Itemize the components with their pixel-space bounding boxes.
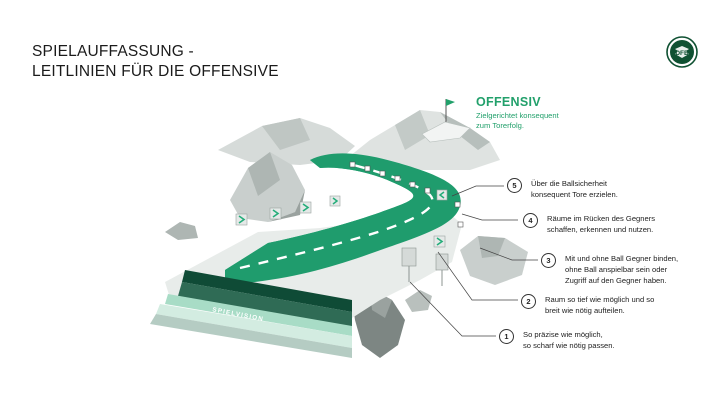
step-number: 1 <box>499 329 514 344</box>
step-4: 4 Räume im Rücken des Gegners schaffen, … <box>523 213 655 235</box>
step-line: Raum so tief wie möglich und so <box>545 294 654 305</box>
rocks-left <box>165 152 305 240</box>
step-line: konsequent Tore erzielen. <box>531 189 618 200</box>
step-line: Über die Ballsicherheit <box>531 178 618 189</box>
offensiv-line-2: zum Torerfolg. <box>476 121 559 131</box>
step-line: so scharf wie nötig passen. <box>523 340 615 351</box>
step-line: breit wie nötig aufteilen. <box>545 305 654 316</box>
step-number: 2 <box>521 294 536 309</box>
step-line: Räume im Rücken des Gegners <box>547 213 655 224</box>
step-text: Mit und ohne Ball Gegner binden, ohne Ba… <box>565 253 678 286</box>
step-2: 2 Raum so tief wie möglich und so breit … <box>521 294 654 316</box>
offensiv-heading: OFFENSIV <box>476 95 559 109</box>
step-5: 5 Über die Ballsicherheit konsequent Tor… <box>507 178 618 200</box>
step-text: Räume im Rücken des Gegners schaffen, er… <box>547 213 655 235</box>
step-text: So präzise wie möglich, so scharf wie nö… <box>523 329 615 351</box>
step-number: 4 <box>523 213 538 228</box>
step-text: Über die Ballsicherheit konsequent Tore … <box>531 178 618 200</box>
step-3: 3 Mit und ohne Ball Gegner binden, ohne … <box>541 253 678 286</box>
step-number: 5 <box>507 178 522 193</box>
step-number: 3 <box>541 253 556 268</box>
step-line: Mit und ohne Ball Gegner binden, <box>565 253 678 264</box>
step-line: So präzise wie möglich, <box>523 329 615 340</box>
offensiv-block: OFFENSIV Zielgerichtet konsequent zum To… <box>476 95 559 130</box>
step-line: schaffen, erkennen und nutzen. <box>547 224 655 235</box>
step-text: Raum so tief wie möglich und so breit wi… <box>545 294 654 316</box>
step-line: Zugriff auf den Gegner haben. <box>565 275 678 286</box>
step-1: 1 So präzise wie möglich, so scharf wie … <box>499 329 615 351</box>
offensiv-subtitle: Zielgerichtet konsequent zum Torerfolg. <box>476 111 559 130</box>
step-line: ohne Ball anspielbar sein oder <box>565 264 678 275</box>
offensiv-line-1: Zielgerichtet konsequent <box>476 111 559 121</box>
